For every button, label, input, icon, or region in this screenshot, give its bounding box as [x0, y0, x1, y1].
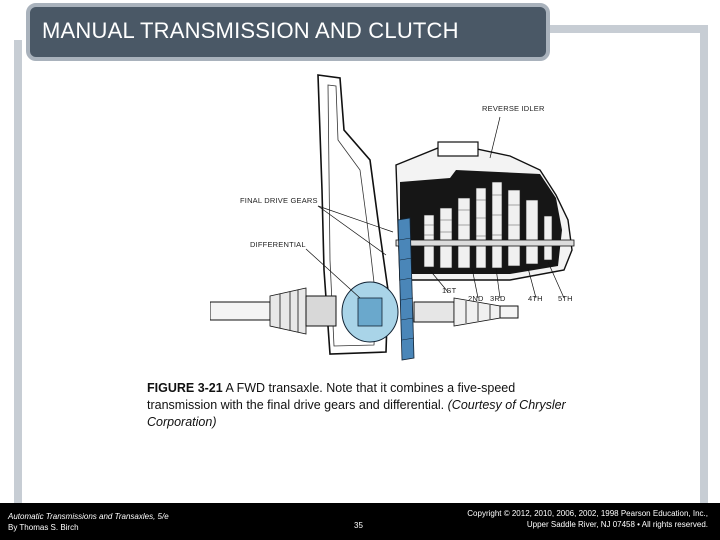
copyright-line-2: Upper Saddle River, NJ 07458 • All right…: [526, 520, 708, 529]
label-gear-1st: 1ST: [442, 286, 457, 295]
footer-copyright: Copyright © 2012, 2010, 2006, 2002, 1998…: [467, 508, 708, 530]
left-axle: [209, 301, 271, 321]
figure-caption: FIGURE 3-21 A FWD transaxle. Note that i…: [147, 380, 577, 431]
final-drive-teeth: [398, 237, 415, 341]
callout-leaders: [305, 116, 565, 299]
frame-top-bar: [548, 25, 708, 33]
slide-title: MANUAL TRANSMISSION AND CLUTCH: [42, 18, 459, 43]
shift-cover: [437, 141, 479, 157]
footer-bar: Automatic Transmissions and Transaxles, …: [0, 503, 720, 540]
caption-text: A FWD transaxle. Note that it combines a…: [147, 381, 516, 412]
footer-book-info: Automatic Transmissions and Transaxles, …: [8, 511, 169, 533]
caption-label: FIGURE 3-21: [147, 381, 223, 395]
label-reverse-idler: REVERSE IDLER: [482, 104, 545, 113]
label-differential: DIFFERENTIAL: [250, 240, 306, 249]
left-cv-boot: [269, 287, 307, 335]
main-shaft: [395, 239, 575, 247]
frame-left-bar: [14, 40, 22, 503]
label-gear-2nd: 2ND: [468, 294, 484, 303]
caption-credit: (Courtesy of Chrysler Corporation): [147, 398, 566, 429]
footer-author: By Thomas S. Birch: [8, 523, 79, 532]
transaxle-drawing: [209, 74, 575, 361]
label-gear-4th: 4TH: [528, 294, 543, 303]
label-gear-3rd: 3RD: [490, 294, 506, 303]
footer-book-title: Automatic Transmissions and Transaxles, …: [8, 512, 169, 521]
page-number: 35: [354, 521, 363, 530]
right-axle-stub: [499, 305, 519, 319]
label-final-drive-gears: FINAL DRIVE GEARS: [240, 196, 318, 205]
copyright-line-1: Copyright © 2012, 2010, 2006, 2002, 1998…: [467, 509, 708, 518]
label-gear-5th: 5TH: [558, 294, 573, 303]
right-output: [413, 301, 455, 323]
frame-right-bar: [700, 25, 708, 503]
title-box: [26, 3, 550, 61]
final-drive-gear: [397, 217, 415, 361]
transaxle-figure: REVERSE IDLER FINAL DRIVE GEARS DIFFEREN…: [209, 70, 590, 365]
differential-gears: [357, 297, 383, 327]
left-output: [305, 295, 337, 327]
